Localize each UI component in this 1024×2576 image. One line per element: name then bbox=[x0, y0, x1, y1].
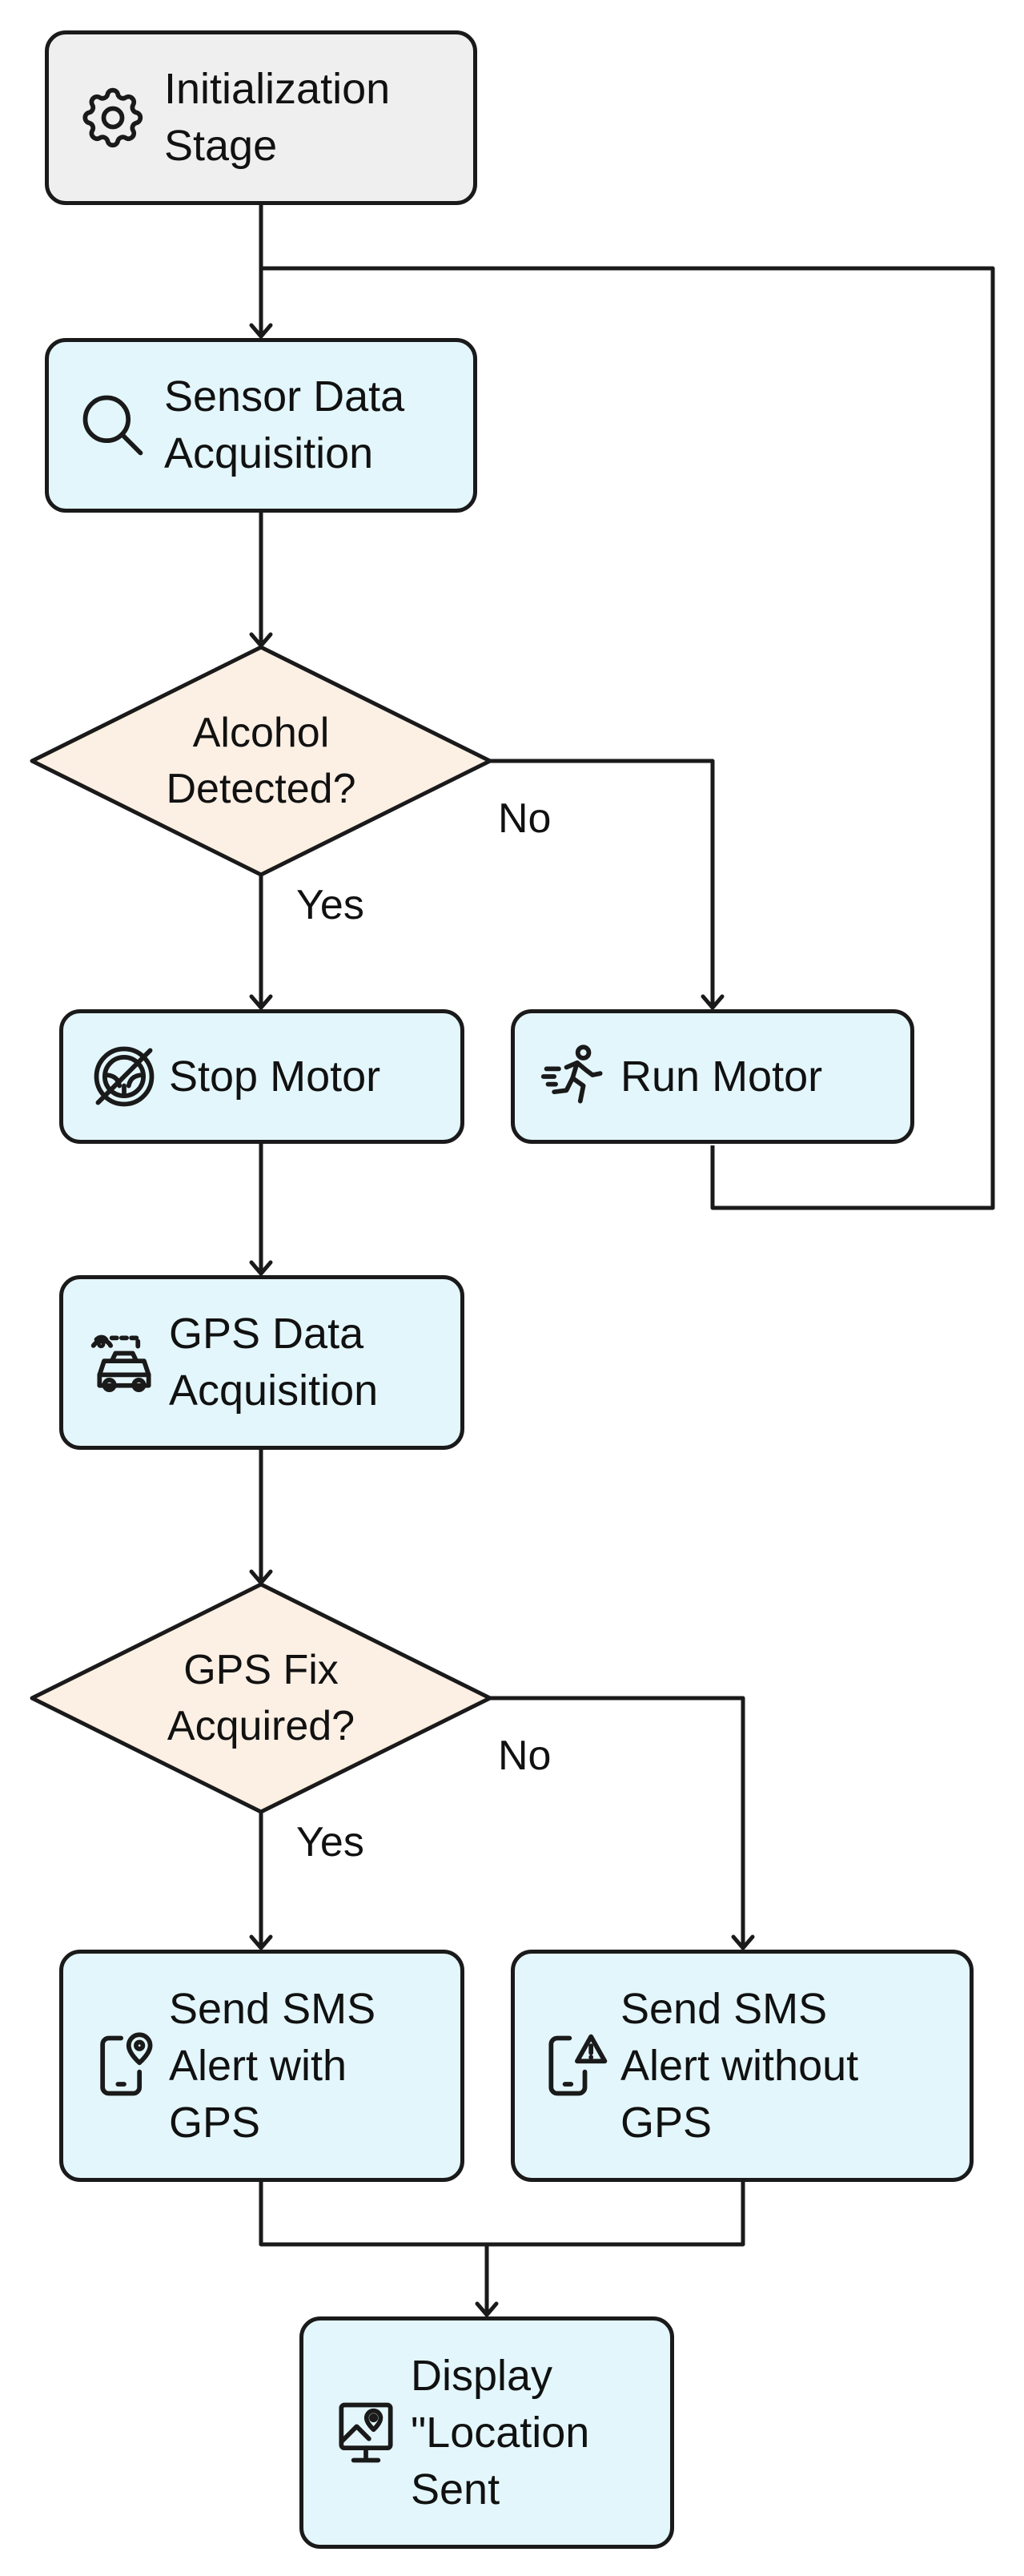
node-display-label: Display "Location Sent bbox=[411, 2351, 590, 2514]
edge-label-alcohol-no: No bbox=[498, 795, 552, 842]
gear-icon bbox=[76, 81, 150, 155]
edge-sms-merge bbox=[259, 2180, 745, 2247]
edge-label-gpsfix-yes: Yes bbox=[296, 1819, 364, 1866]
node-gps-label: GPS Data Acquisition bbox=[169, 1310, 379, 1415]
node-gps-data-acquisition: GPS Data Acquisition bbox=[59, 1275, 464, 1450]
decision-gpsfix-label: GPS Fix Acquired? bbox=[167, 1647, 355, 1749]
node-run-motor-label: Run Motor bbox=[620, 1052, 823, 1101]
steering-wheel-off-icon bbox=[87, 1040, 161, 1113]
node-sms-with-gps-label: Send SMS Alert with GPS bbox=[169, 1984, 376, 2147]
node-initialization-stage: Initialization Stage bbox=[45, 30, 477, 205]
node-sms-without-gps-label: Send SMS Alert without GPS bbox=[620, 1984, 859, 2147]
node-stop-motor-label: Stop Motor bbox=[169, 1052, 381, 1101]
edge-run-loop-back bbox=[261, 266, 995, 1210]
phone-location-icon bbox=[87, 2029, 161, 2103]
node-run-motor: Run Motor bbox=[511, 1009, 914, 1144]
decision-gpsfix-shape bbox=[30, 1582, 492, 1814]
node-sensor-label: Sensor Data Acquisition bbox=[164, 372, 405, 477]
decision-alcohol-shape bbox=[30, 645, 492, 877]
node-display-location-sent: Display "Location Sent bbox=[299, 2316, 674, 2549]
decision-alcohol-label: Alcohol Detected? bbox=[166, 710, 356, 812]
node-send-sms-with-gps: Send SMS Alert with GPS bbox=[59, 1950, 464, 2182]
edge-label-gpsfix-no: No bbox=[498, 1733, 552, 1779]
search-icon bbox=[76, 388, 150, 462]
node-send-sms-without-gps: Send SMS Alert without GPS bbox=[511, 1950, 974, 2182]
node-stop-motor: Stop Motor bbox=[59, 1009, 464, 1144]
running-person-icon bbox=[539, 1040, 612, 1113]
car-location-icon bbox=[87, 1326, 161, 1399]
node-initialization-label: Initialization Stage bbox=[164, 65, 391, 170]
monitor-location-icon bbox=[329, 2396, 403, 2469]
edge-alcohol-no bbox=[490, 759, 713, 1008]
edge-label-alcohol-yes: Yes bbox=[296, 882, 364, 928]
node-sensor-data-acquisition: Sensor Data Acquisition bbox=[45, 338, 477, 513]
edge-gpsfix-no bbox=[490, 1696, 743, 1948]
phone-warning-icon bbox=[539, 2029, 612, 2103]
